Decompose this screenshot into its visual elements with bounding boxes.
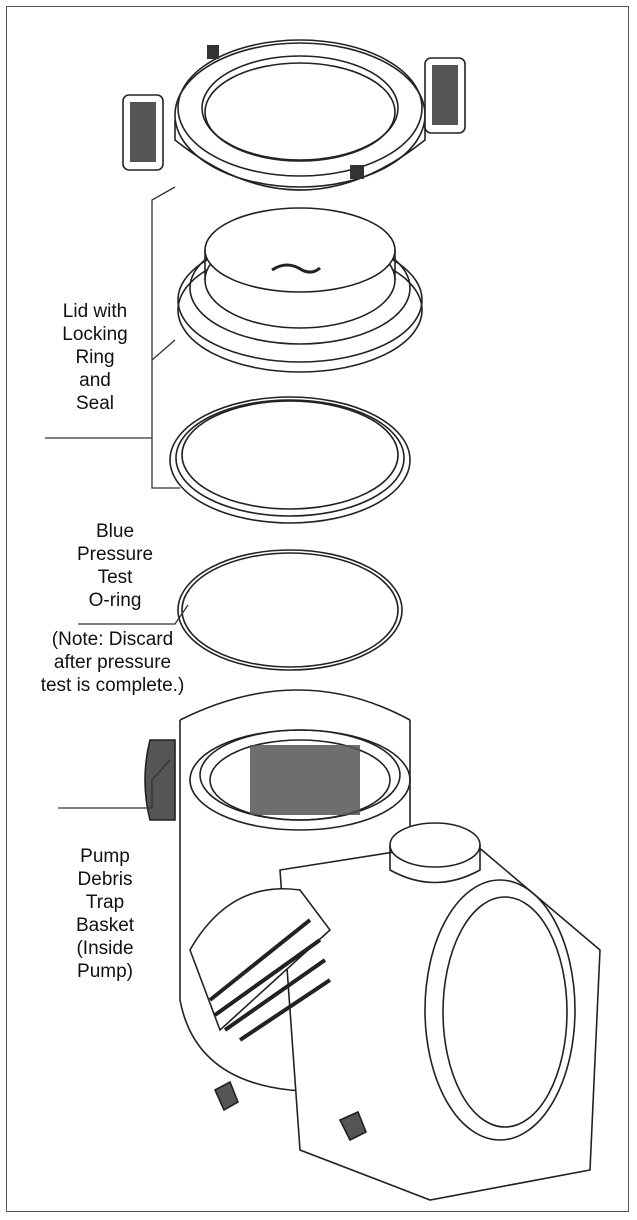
diagram-frame bbox=[6, 6, 629, 1212]
note-label-line: (Note: Discard bbox=[51, 629, 174, 650]
oring-label-line: Pressure bbox=[76, 544, 154, 565]
oring-label-line: O-ring bbox=[88, 590, 142, 611]
leader-lines bbox=[45, 186, 189, 809]
oring-label: Blue Pressure Test O-ring bbox=[60, 520, 170, 612]
blue-oring bbox=[177, 549, 403, 671]
note-label-line: after pressure bbox=[53, 652, 172, 673]
lid-label-line: Seal bbox=[75, 393, 115, 414]
lid-label-line: Locking bbox=[62, 324, 128, 345]
note-label: (Note: Discard after pressure test is co… bbox=[20, 628, 205, 697]
basket-label-line: Trap bbox=[85, 892, 125, 913]
basket-label-line: (Inside bbox=[76, 938, 134, 959]
oring-label-line: Test bbox=[97, 567, 133, 588]
lid-seal bbox=[169, 396, 411, 524]
basket-label-line: Pump) bbox=[77, 961, 133, 982]
lid-label-line: Ring bbox=[75, 347, 115, 368]
lid-label: Lid with Locking Ring and Seal bbox=[40, 300, 150, 415]
note-label-line: test is complete.) bbox=[40, 675, 185, 696]
locking-ring bbox=[122, 39, 466, 191]
lid-label-line: and bbox=[79, 370, 111, 391]
pump-body bbox=[144, 689, 601, 1201]
basket-label-line: Pump bbox=[80, 846, 130, 867]
basket-label: Pump Debris Trap Basket (Inside Pump) bbox=[55, 845, 155, 983]
oring-label-line: Blue bbox=[95, 521, 135, 542]
lid-label-line: Lid with bbox=[62, 301, 128, 322]
pump-lid bbox=[177, 207, 423, 373]
basket-label-line: Basket bbox=[75, 915, 135, 936]
basket-label-line: Debris bbox=[77, 869, 133, 890]
